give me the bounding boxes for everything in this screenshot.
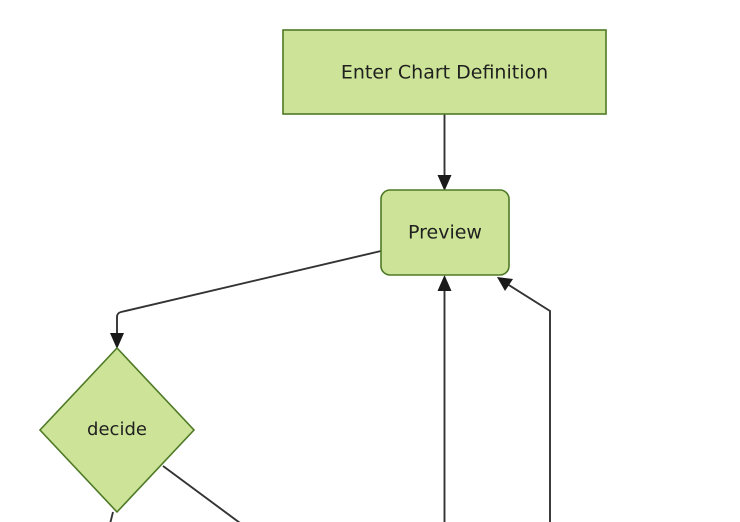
edge-line (116, 250, 382, 341)
arrow-head-icon (110, 333, 124, 349)
edge-layer (101, 114, 551, 522)
edge-line (109, 511, 114, 522)
node-label-decide: decide (87, 419, 147, 440)
node-enter-chart-definition[interactable]: Enter Chart Definition (282, 29, 607, 115)
edge-return-center-to-preview[interactable] (437, 275, 452, 522)
edge-decide-down-left[interactable] (101, 511, 114, 522)
node-layer: Enter Chart Definition Preview decide (38, 29, 607, 514)
edge-decide-down-right[interactable] (162, 465, 290, 522)
node-shape-rectangle (282, 29, 607, 115)
node-preview[interactable]: Preview (380, 189, 510, 276)
edge-line (162, 465, 241, 522)
node-label-enter-chart-definition: Enter Chart Definition (341, 62, 548, 84)
edge-line (503, 281, 551, 522)
edge-return-right-to-preview[interactable] (497, 277, 551, 522)
arrow-head-icon (437, 175, 452, 191)
arrow-head-icon (437, 275, 452, 291)
node-label-preview: Preview (408, 222, 482, 244)
edge-preview-to-decide[interactable] (110, 250, 382, 349)
edge-enter-to-preview[interactable] (437, 114, 452, 191)
node-shape-diamond (38, 346, 196, 514)
node-shape-rounded-rectangle (380, 189, 510, 276)
arrow-head-icon (497, 277, 513, 291)
node-decide[interactable]: decide (38, 346, 196, 514)
